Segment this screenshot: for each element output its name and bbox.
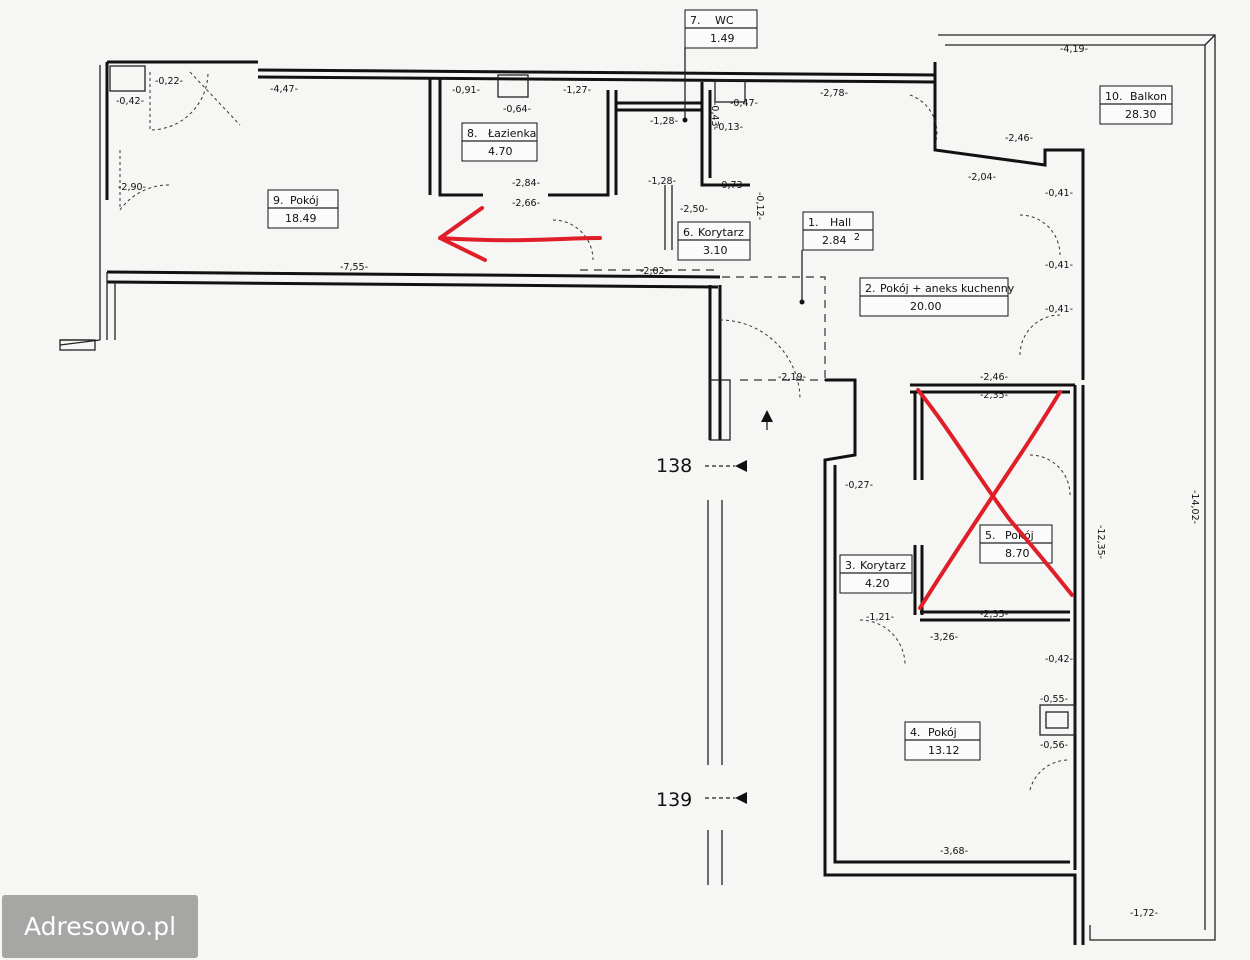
fixtures — [59, 65, 1076, 736]
dimensions: -4,47- -0,91- -0,64- -1,27- -2,78- -4,19… — [116, 44, 1200, 919]
doors — [119, 71, 1071, 791]
svg-text:Balkon: Balkon — [1130, 90, 1167, 103]
svg-text:8.70: 8.70 — [1005, 547, 1030, 560]
red-x-stroke-1 — [916, 388, 1074, 597]
room-bathroom: 8. Łazienka 4.70 — [461, 122, 538, 162]
svg-text:2.: 2. — [865, 282, 876, 295]
svg-text:Korytarz: Korytarz — [860, 559, 906, 572]
svg-text:28.30: 28.30 — [1125, 108, 1157, 121]
svg-text:Pokój: Pokój — [928, 726, 957, 739]
svg-text:Korytarz: Korytarz — [698, 226, 744, 239]
svg-text:-2,19-: -2,19- — [778, 372, 806, 383]
svg-text:1.: 1. — [808, 216, 819, 229]
room-hall: 1. Hall 2.84 2 — [802, 211, 874, 251]
svg-text:Pokój: Pokój — [290, 194, 319, 207]
svg-text:-0,64-: -0,64- — [503, 104, 531, 115]
svg-text:-12,35-: -12,35- — [1095, 525, 1106, 559]
svg-text:-0,41-: -0,41- — [1045, 304, 1073, 315]
svg-text:-0,43-: -0,43- — [709, 102, 720, 130]
section-markers: 138 139 — [656, 117, 805, 811]
svg-text:-1,21-: -1,21- — [866, 612, 894, 623]
red-x-stroke-2 — [918, 390, 1062, 610]
svg-text:3.10: 3.10 — [703, 244, 728, 257]
svg-text:-0,73-: -0,73- — [718, 180, 746, 191]
svg-text:-2,35-: -2,35- — [980, 609, 1008, 620]
room-kitchen: 2. Pokój + aneks kuchenny 20.00 — [859, 277, 1015, 317]
svg-text:-14,02-: -14,02- — [1189, 490, 1200, 524]
svg-text:3.: 3. — [845, 559, 856, 572]
svg-text:9.: 9. — [273, 194, 284, 207]
svg-text:-1,28-: -1,28- — [648, 176, 676, 187]
svg-text:-0,41-: -0,41- — [1045, 188, 1073, 199]
red-annotations — [438, 206, 1074, 610]
svg-text:8.: 8. — [467, 127, 478, 140]
marker-138: 138 — [656, 455, 692, 477]
svg-text:-2,02-: -2,02- — [640, 266, 668, 277]
red-arrow — [438, 206, 602, 262]
svg-text:-2,84-: -2,84- — [512, 178, 540, 189]
svg-text:-0,27-: -0,27- — [845, 480, 873, 491]
svg-text:-0,41-: -0,41- — [1045, 260, 1073, 271]
svg-text:-1,27-: -1,27- — [563, 85, 591, 96]
svg-text:-0,47-: -0,47- — [730, 98, 758, 109]
svg-text:-0,55-: -0,55- — [1040, 694, 1068, 705]
svg-text:Hall: Hall — [830, 216, 851, 229]
svg-text:-3,68-: -3,68- — [940, 846, 968, 857]
svg-text:-1,72-: -1,72- — [1130, 908, 1158, 919]
svg-text:-2,04-: -2,04- — [968, 172, 996, 183]
svg-text:-1,28-: -1,28- — [650, 116, 678, 127]
room-4: 4. Pokój 13.12 — [904, 721, 981, 761]
svg-text:-7,55-: -7,55- — [340, 262, 368, 273]
room-balcony: 10. Balkon 28.30 — [1099, 85, 1173, 125]
svg-text:-0,22-: -0,22- — [155, 76, 183, 87]
svg-text:-2,90-: -2,90- — [118, 182, 146, 193]
room-5: 5.Pokój 8.70 — [979, 524, 1053, 564]
svg-text:-0,42-: -0,42- — [116, 96, 144, 107]
room-corridor-3: 3. Korytarz 4.20 — [839, 554, 913, 594]
svg-text:13.12: 13.12 — [928, 744, 960, 757]
svg-text:18.49: 18.49 — [285, 212, 317, 225]
svg-text:4.20: 4.20 — [865, 577, 890, 590]
svg-text:4.: 4. — [910, 726, 921, 739]
svg-text:-0,12-: -0,12- — [754, 192, 765, 220]
svg-text:-2,35-: -2,35- — [980, 390, 1008, 401]
room-9: 9. Pokój 18.49 — [267, 189, 339, 229]
svg-text:5.: 5. — [985, 529, 996, 542]
svg-text:-2,50-: -2,50- — [680, 204, 708, 215]
room-wc: 7. WC 1.49 — [684, 9, 758, 120]
svg-text:WC: WC — [715, 14, 734, 27]
svg-text:4.70: 4.70 — [488, 145, 513, 158]
svg-text:10.: 10. — [1105, 90, 1123, 103]
svg-text:1.49: 1.49 — [710, 32, 735, 45]
svg-text:-0,13-: -0,13- — [715, 122, 743, 133]
watermark-badge: Adresowo.pl — [2, 895, 198, 958]
svg-text:-2,78-: -2,78- — [820, 88, 848, 99]
room-labels: 1. Hall 2.84 2 2. Pokój + aneks kuchenny 20… — [267, 9, 1173, 761]
svg-text:-2,46-: -2,46- — [980, 372, 1008, 383]
marker-139: 139 — [656, 789, 692, 811]
svg-text:-2,46-: -2,46- — [1005, 133, 1033, 144]
svg-text:-4,47-: -4,47- — [270, 84, 298, 95]
svg-text:Pokój + aneks kuchenny: Pokój + aneks kuchenny — [880, 282, 1015, 295]
svg-text:-0,56-: -0,56- — [1040, 740, 1068, 751]
svg-text:2: 2 — [854, 232, 860, 243]
svg-text:-0,42-: -0,42- — [1045, 654, 1073, 665]
room-corridor-6: 6. Korytarz 3.10 — [677, 221, 751, 261]
svg-text:Łazienka: Łazienka — [487, 127, 536, 140]
svg-text:20.00: 20.00 — [910, 300, 942, 313]
walls — [59, 34, 1216, 945]
svg-text:-2,66-: -2,66- — [512, 198, 540, 209]
svg-text:-0,91-: -0,91- — [452, 85, 480, 96]
svg-text:6.: 6. — [683, 226, 694, 239]
svg-text:2.84: 2.84 — [822, 234, 847, 247]
svg-text:-3,26-: -3,26- — [930, 632, 958, 643]
svg-text:-4,19-: -4,19- — [1060, 44, 1088, 55]
svg-text:7.: 7. — [690, 14, 701, 27]
